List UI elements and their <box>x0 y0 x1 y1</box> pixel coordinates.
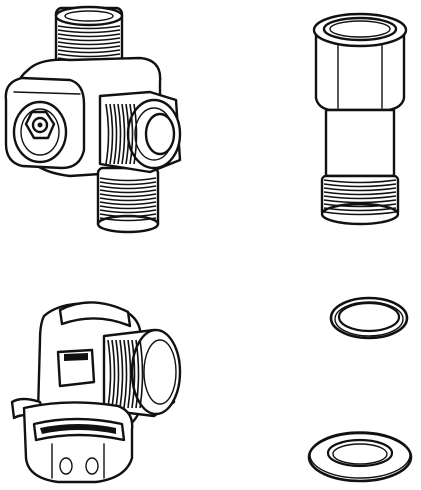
straight-connector-icon <box>312 12 408 226</box>
tee-valve-icon <box>4 5 182 234</box>
elbow-fitting-icon <box>10 301 182 484</box>
washer-icon <box>307 431 413 483</box>
o-ring-icon <box>329 296 409 340</box>
